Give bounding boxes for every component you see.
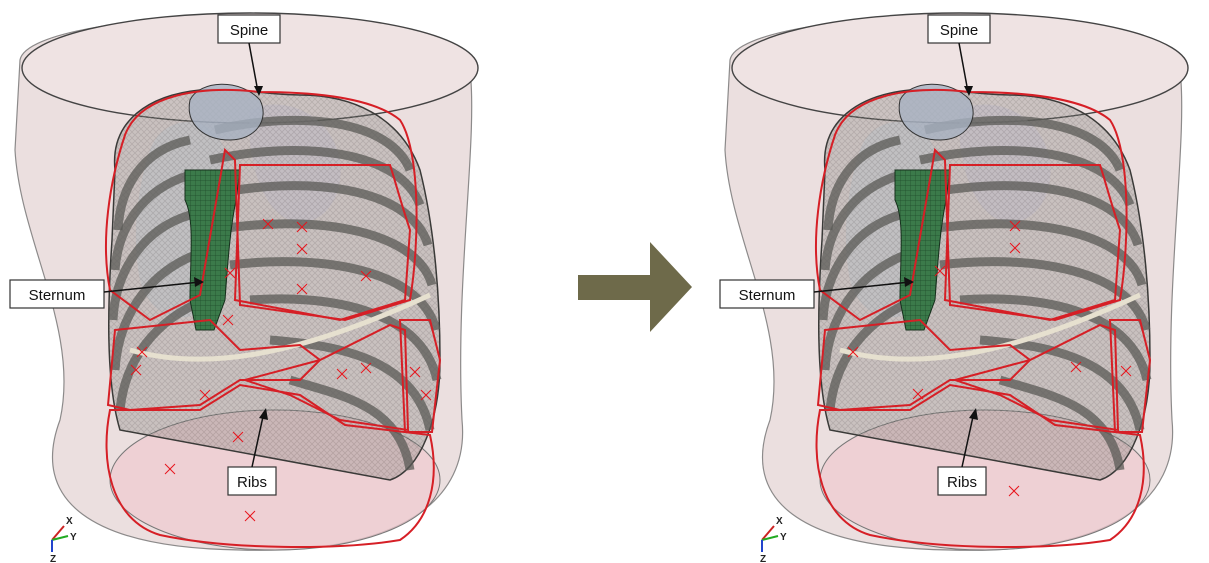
axis-x-label: X [776,516,783,527]
axis-z-label: Z [760,554,766,563]
axis-triad: X Y Z [760,516,787,563]
spine-label-text: Spine [230,22,268,39]
axis-triad: X Y Z [50,516,77,563]
spine-label-text: Spine [940,22,978,39]
axis-y-label: Y [780,532,787,543]
left-thorax-panel: Spine Sternum Ribs X Y Z [10,13,478,563]
right-thorax-panel: Spine Sternum Ribs X Y Z [720,13,1188,563]
axis-x-label: X [66,516,73,527]
sternum-label-text: Sternum [739,287,796,304]
axis-y-label: Y [70,532,77,543]
right-arrow-icon [578,242,692,332]
ribs-label-text: Ribs [947,474,977,491]
ribs-label-text: Ribs [237,474,267,491]
axis-z-label: Z [50,554,56,563]
sternum-label-text: Sternum [29,287,86,304]
